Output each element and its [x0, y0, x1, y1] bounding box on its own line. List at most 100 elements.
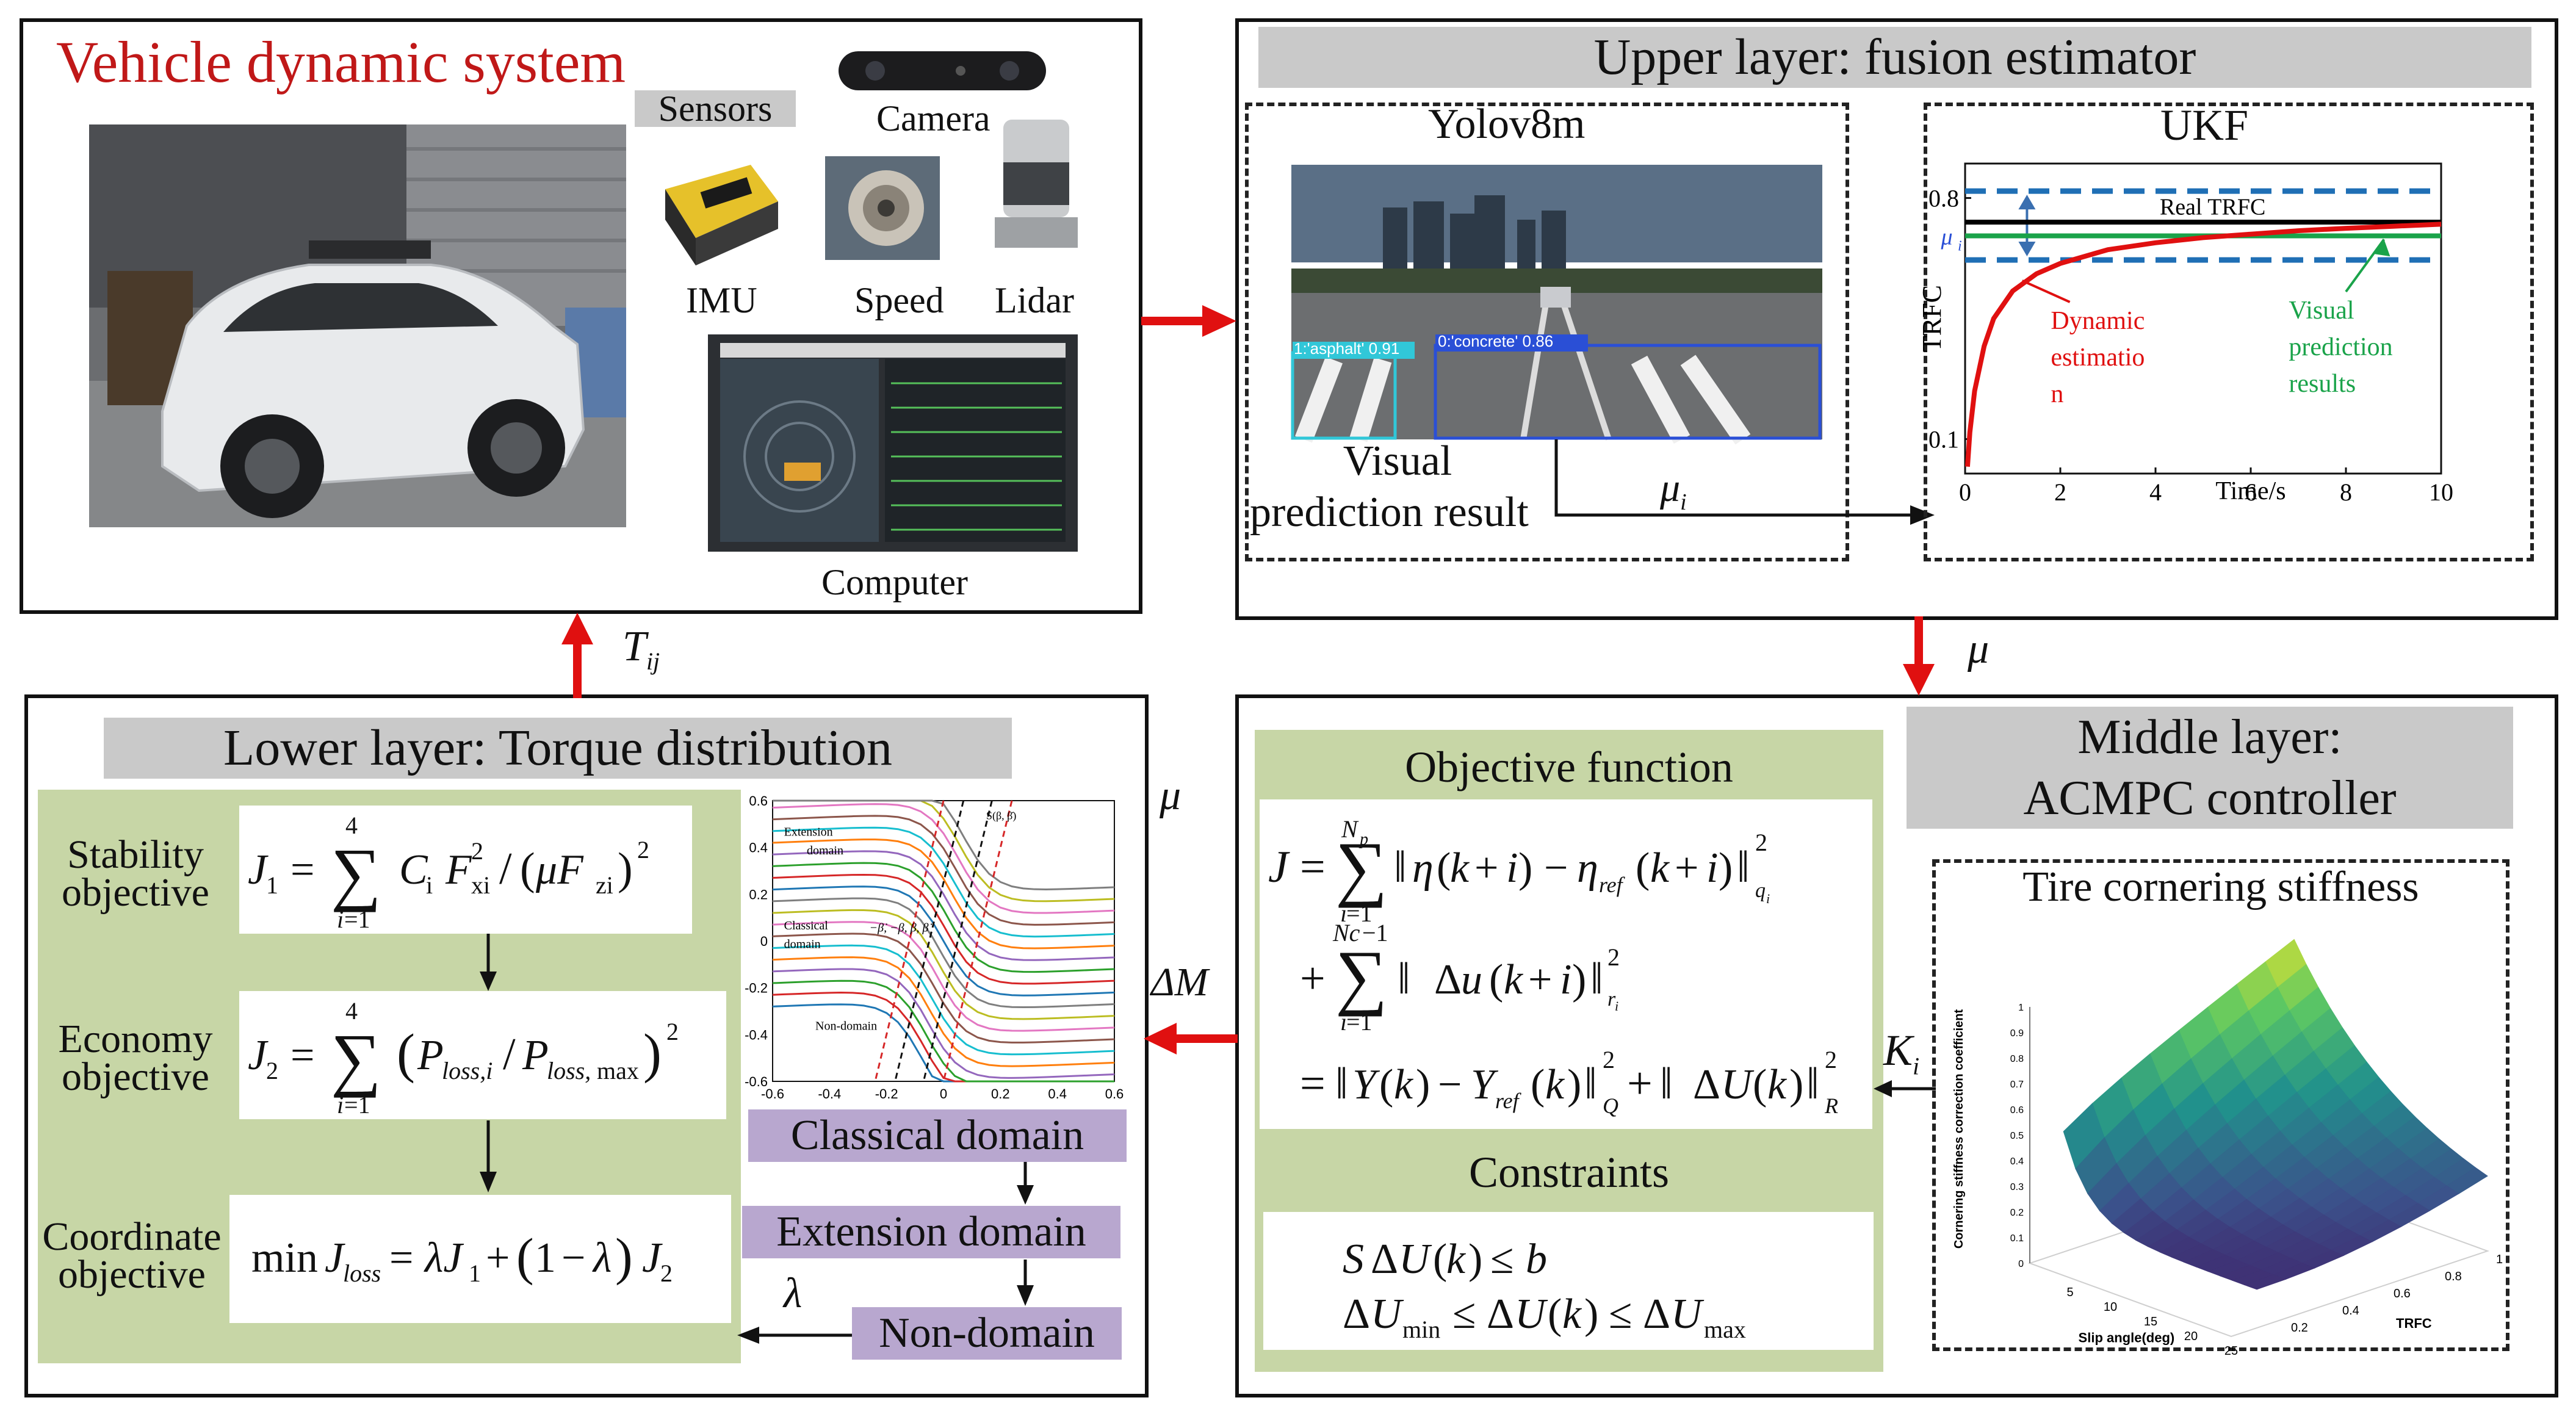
phase-legend: S(β, β̇) — [986, 810, 1016, 823]
surface-z-tick-label: 0.4 — [2010, 1156, 2024, 1167]
imu-icon — [665, 165, 778, 265]
svg-text:1: 1 — [535, 1235, 556, 1282]
phase-trajectory — [772, 826, 1115, 938]
svg-text:∑: ∑ — [331, 835, 381, 913]
svg-text:(: ( — [1433, 1236, 1447, 1283]
svg-text:u: u — [1461, 956, 1482, 1003]
phase-trajectory — [772, 873, 1115, 985]
svg-text:ref: ref — [1495, 1089, 1522, 1113]
svg-text:U: U — [1371, 1291, 1404, 1338]
svg-text:k: k — [1562, 1291, 1582, 1338]
ukf-visual-label-line: results — [2289, 370, 2356, 398]
svg-text:Δ: Δ — [1371, 1236, 1398, 1283]
svg-text:+: + — [1675, 845, 1698, 892]
svg-text:Δ: Δ — [1487, 1291, 1514, 1338]
svg-text:min: min — [1402, 1316, 1440, 1343]
phase-x-tick-label: 0.6 — [1105, 1086, 1124, 1102]
ukf-visual-label-line: prediction — [2289, 333, 2392, 361]
svg-text:(: ( — [1437, 845, 1451, 892]
economy-formula-box — [239, 991, 726, 1119]
lidar-icon — [995, 120, 1078, 248]
economy-label-1: Economy — [58, 1017, 213, 1061]
stability-label-1: Stability — [67, 832, 204, 877]
phase-y-tick-label: -0.4 — [745, 1027, 768, 1042]
svg-text:U: U — [1399, 1236, 1432, 1283]
surface-x-axis-label: Slip angle(deg) — [2079, 1330, 2175, 1346]
svg-text:J: J — [1268, 842, 1290, 892]
ukf-visual-label-line: Visual — [2289, 297, 2354, 325]
surface-z-tick-label: 0.5 — [2010, 1131, 2024, 1141]
middle-title-line-1: Middle layer: — [2077, 710, 2342, 764]
svg-text:=1: =1 — [344, 906, 370, 933]
svg-text:η: η — [1577, 845, 1598, 892]
svg-text:‖: ‖ — [1590, 954, 1603, 1004]
constraints-title: Constraints — [1468, 1148, 1669, 1197]
ukf-title: UKF — [2160, 101, 2249, 150]
svg-text:=: = — [1300, 842, 1326, 892]
non-domain-box: Non-domain — [852, 1307, 1122, 1360]
svg-text:): ) — [1789, 1061, 1803, 1108]
ukf-real-trfc-label: Real TRFC — [2160, 194, 2266, 220]
svg-text:loss,: loss, — [547, 1057, 591, 1084]
surface-x-tick-label: 5 — [2066, 1286, 2073, 1299]
ukf-range-arrowhead-down — [2018, 242, 2036, 257]
svg-text:): ) — [643, 1023, 662, 1084]
arrow-lower-to-vehicle — [561, 613, 593, 698]
camera-icon — [839, 51, 1046, 90]
mu-i-link-label: μi — [1660, 466, 1687, 516]
svg-text:p: p — [1358, 830, 1368, 849]
stability-formula-box — [239, 806, 692, 934]
svg-text:(: ( — [1489, 956, 1503, 1003]
svg-text:i: i — [1706, 845, 1718, 892]
svg-text:−: − — [561, 1235, 585, 1282]
surface-x-tick-label: 10 — [2104, 1300, 2117, 1314]
ukf-plot-area — [1964, 162, 2442, 475]
svg-text:): ) — [615, 1227, 633, 1286]
svg-text:=1: =1 — [1346, 900, 1373, 927]
arrow-upper-to-middle — [1903, 616, 1935, 696]
surface-y-tick-label: 0.8 — [2445, 1270, 2462, 1283]
surface-x-tick-label: 15 — [2144, 1315, 2157, 1329]
ukf-range-arrowhead-up — [2018, 195, 2036, 210]
objective-formula-box — [1260, 799, 1872, 1129]
svg-text:η: η — [1412, 845, 1434, 892]
svg-text:): ) — [1584, 1291, 1598, 1338]
arrow-yolo-to-ukf — [1554, 439, 1935, 525]
tire-title: Tire cornering stiffness — [2022, 864, 2419, 910]
svg-text:b: b — [1526, 1236, 1547, 1283]
svg-text:Δ: Δ — [1693, 1061, 1720, 1108]
phase-annotation-betas: −β̇, −β, β, β̇ — [870, 921, 933, 935]
svg-text:≤: ≤ — [1490, 1236, 1513, 1283]
surface-z-tick-label: 0 — [2018, 1259, 2024, 1269]
svg-text:i: i — [337, 1091, 344, 1119]
svg-text:i: i — [1340, 900, 1347, 927]
middle-title: Middle layer: ACMPC controller — [1907, 707, 2513, 829]
svg-text:P: P — [522, 1032, 549, 1079]
phase-x-tick-label: 0 — [940, 1086, 947, 1102]
svg-text:Δ: Δ — [1343, 1291, 1370, 1338]
phase-trajectory — [772, 944, 1115, 1056]
svg-text:2: 2 — [1825, 1046, 1837, 1073]
svg-text:=1: =1 — [1346, 1008, 1373, 1036]
svg-text:Q: Q — [1603, 1094, 1618, 1118]
road-detection-image — [1291, 165, 1822, 445]
svg-text:U: U — [1721, 1061, 1755, 1108]
ukf-x-tick-label: 4 — [2149, 478, 2162, 506]
economy-label-2: objective — [62, 1055, 209, 1099]
vehicle-title: Vehicle dynamic system — [56, 29, 626, 95]
ukf-x-tick-label: 2 — [2054, 478, 2066, 506]
surface-z-tick-label: 0.8 — [2010, 1054, 2024, 1064]
svg-text:i: i — [426, 871, 433, 899]
lower-title: Lower layer: Torque distribution — [104, 718, 1012, 779]
svg-text:i: i — [1340, 1008, 1347, 1036]
svg-text:loss: loss — [343, 1260, 381, 1287]
svg-text:4: 4 — [345, 997, 358, 1025]
svg-text:min: min — [251, 1235, 318, 1282]
phase-annotation-nondomain: Non-domain — [815, 1020, 877, 1033]
constraints-formula-box — [1263, 1212, 1874, 1350]
phase-trajectory — [772, 897, 1115, 1009]
surface-z-tick-label: 0.7 — [2010, 1080, 2024, 1090]
phase-annotation-extension-2: domain — [807, 844, 843, 857]
lidar-label: Lidar — [995, 280, 1074, 320]
